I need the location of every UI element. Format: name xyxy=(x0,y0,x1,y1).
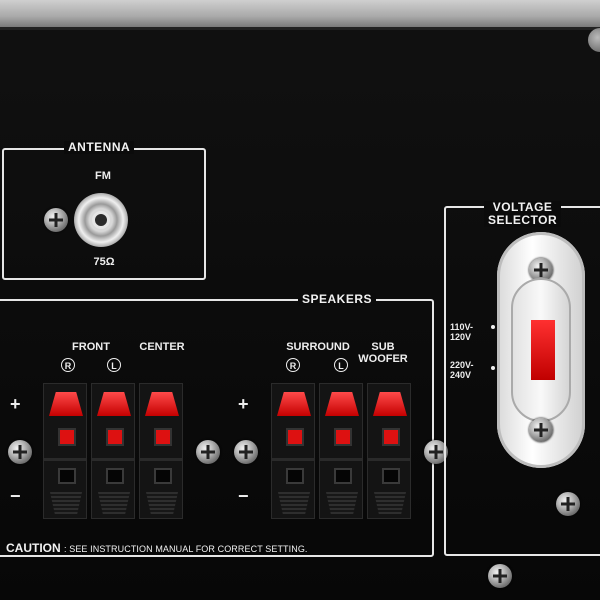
surround-left-marker: L xyxy=(334,358,348,372)
subwoofer-label: SUB WOOFER xyxy=(358,341,408,365)
front-right-marker: R xyxy=(61,358,75,372)
speaker-screw-icon xyxy=(196,440,220,464)
jack-center-pin xyxy=(92,211,110,229)
voltage-selector-plate xyxy=(497,232,585,468)
plus-sign-left: + xyxy=(10,394,21,414)
impedance-label: 75Ω xyxy=(93,256,115,268)
center-terminal[interactable] xyxy=(139,383,183,519)
surround-right-marker: R xyxy=(286,358,300,372)
plus-sign-right: + xyxy=(238,394,249,414)
voltage-dot-icon xyxy=(491,325,495,329)
caution-notice: CAUTION : SEE INSTRUCTION MANUAL FOR COR… xyxy=(6,541,308,555)
minus-sign-right: − xyxy=(238,486,249,506)
speaker-screw-icon xyxy=(234,440,258,464)
minus-sign-left: − xyxy=(10,486,21,506)
antenna-title: ANTENNA xyxy=(64,141,135,154)
surround-label: SURROUND xyxy=(286,341,350,353)
voltage-switch[interactable] xyxy=(531,320,555,380)
voltage-option-high: 220V- 240V xyxy=(450,360,474,380)
surround-left-terminal[interactable] xyxy=(319,383,363,519)
caution-text: : SEE INSTRUCTION MANUAL FOR CORRECT SET… xyxy=(64,544,308,554)
front-right-terminal[interactable] xyxy=(43,383,87,519)
voltage-selector-title: VOLTAGE SELECTOR xyxy=(484,201,562,227)
corner-screw-icon xyxy=(588,28,600,52)
subwoofer-terminal[interactable] xyxy=(367,383,411,519)
speakers-title: SPEAKERS xyxy=(298,293,377,306)
center-label: CENTER xyxy=(139,341,185,353)
antenna-screw-icon xyxy=(44,208,68,232)
chassis-screw-icon xyxy=(556,492,580,516)
front-label: FRONT xyxy=(72,341,110,353)
speaker-screw-icon xyxy=(8,440,32,464)
speakers-section xyxy=(0,299,434,557)
fm-antenna-jack[interactable] xyxy=(74,193,128,247)
front-left-marker: L xyxy=(107,358,121,372)
caution-label: CAUTION xyxy=(6,541,61,555)
plate-screw-icon xyxy=(529,418,553,442)
chassis-top-edge xyxy=(0,0,600,30)
voltage-dot-icon xyxy=(491,366,495,370)
chassis-screw-icon xyxy=(488,564,512,588)
voltage-option-low: 110V- 120V xyxy=(450,322,474,342)
front-left-terminal[interactable] xyxy=(91,383,135,519)
fm-label: FM xyxy=(95,170,111,182)
voltage-switch-slot xyxy=(511,278,571,422)
surround-right-terminal[interactable] xyxy=(271,383,315,519)
